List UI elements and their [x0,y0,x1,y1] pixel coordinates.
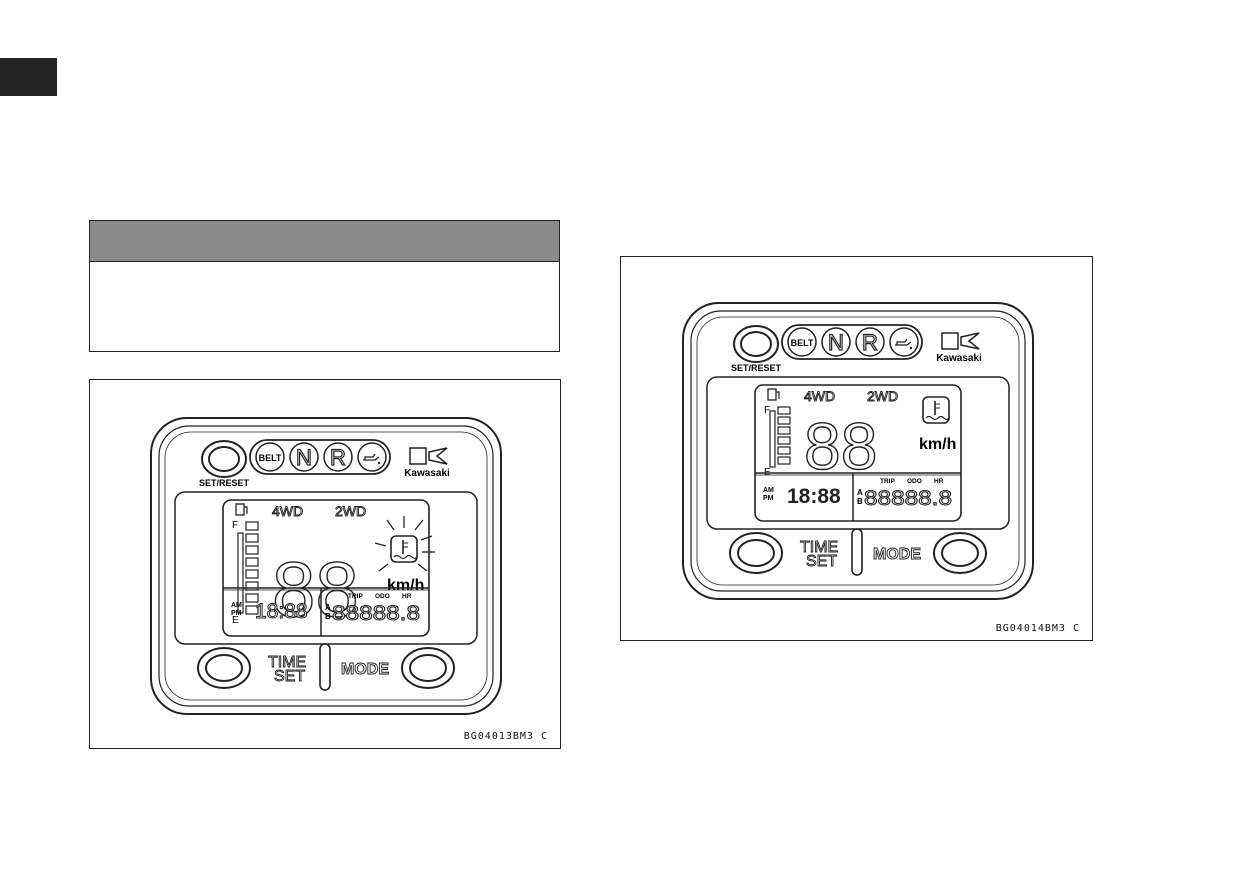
fuel-full-label: F [764,405,770,416]
reverse-indicator: R [855,327,885,357]
mode-label: MODE [341,661,389,678]
two-wd-indicator: 2WD [335,503,366,519]
warning-flash-rays [374,516,435,572]
fuel-full-label: F [232,520,238,531]
svg-text:BELT: BELT [791,338,814,348]
neutral-indicator: N [289,442,319,472]
mode-button[interactable] [401,647,455,689]
coolant-temperature-warning-icon [390,535,418,563]
hr-label: HR [402,593,412,600]
trip-label: TRIP [348,593,363,600]
brand-label: Kawasaki [404,468,450,479]
speed-unit-label: km/h [387,577,424,594]
svg-text:R: R [330,445,346,470]
figure-caption: BG04014BM3 C [995,623,1080,634]
indicator-lamp-panel [249,439,391,475]
speed-unit-label: km/h [919,436,956,453]
mode-button[interactable] [933,532,987,574]
mode-label: MODE [873,546,921,563]
speedometer-digits: 88 [804,409,877,483]
fuel-pump-icon [235,503,248,516]
svg-text:R: R [862,330,878,355]
set-reset-button[interactable] [733,325,779,363]
hr-label: HR [934,478,944,485]
kawasaki-logo-icon [941,332,980,350]
meter-illustration: SET/RESET BELT N R [150,417,502,715]
meter-illustration: SET/RESET BELT N R Ka [682,302,1034,600]
figure-meter-normal: SET/RESET BELT N R Ka [620,256,1093,641]
odometer-display: 88888.8 [332,602,420,625]
reverse-indicator: R [323,442,353,472]
fuel-gauge-segments [777,406,791,465]
trip-a-label: A [325,603,331,612]
am-label: AM [231,602,242,609]
time-set-button[interactable] [729,532,783,574]
set-reset-button[interactable] [201,440,247,478]
set-label: SET [806,553,837,570]
trip-label: TRIP [880,478,895,485]
coolant-temperature-warning-icon [922,396,950,424]
fuel-empty-label: E [232,615,239,626]
odo-label: ODO [907,478,922,485]
section-tab-marker [0,58,57,96]
set-reset-label: SET/RESET [199,478,250,488]
oil-pressure-icon [357,442,387,472]
clock-display: 18:88 [787,485,841,508]
two-wd-indicator: 2WD [867,388,898,404]
svg-text:BELT: BELT [259,453,282,463]
set-reset-label: SET/RESET [731,363,782,373]
set-label: SET [274,668,305,685]
belt-indicator: BELT [787,327,817,357]
oil-pressure-icon [889,327,919,357]
trip-b-label: B [325,612,331,621]
lcd-panel [754,384,962,522]
belt-indicator: BELT [255,442,285,472]
clock-display: 18:88 [255,600,308,623]
center-divider [851,528,863,576]
time-set-button[interactable] [197,647,251,689]
speedometer-digits: 88 [272,545,359,633]
four-wd-indicator: 4WD [272,503,303,519]
lcd-panel [222,499,430,637]
center-divider [319,643,331,691]
svg-text:N: N [296,445,312,470]
trip-b-label: B [857,497,863,506]
figure-caption: BG04013BM3 C [463,731,548,742]
fuel-bar-scale [769,410,776,468]
warning-box [89,220,560,352]
fuel-pump-icon [767,388,780,401]
kawasaki-logo-icon [409,447,448,465]
warning-box-header [90,221,559,262]
trip-a-label: A [857,488,863,497]
brand-label: Kawasaki [936,353,982,364]
svg-text:N: N [828,330,844,355]
fuel-gauge-segments [245,521,259,615]
odometer-display: 88888.8 [864,487,952,510]
four-wd-indicator: 4WD [804,388,835,404]
figure-meter-coolant-warning: SET/RESET BELT N R [89,379,561,749]
am-label: AM [763,487,774,494]
neutral-indicator: N [821,327,851,357]
pm-label: PM [763,495,774,502]
time-label: TIME [268,654,306,671]
pm-label: PM [231,610,242,617]
odo-label: ODO [375,593,390,600]
fuel-bar-scale [237,532,244,614]
indicator-lamp-panel [781,324,923,360]
time-label: TIME [800,539,838,556]
